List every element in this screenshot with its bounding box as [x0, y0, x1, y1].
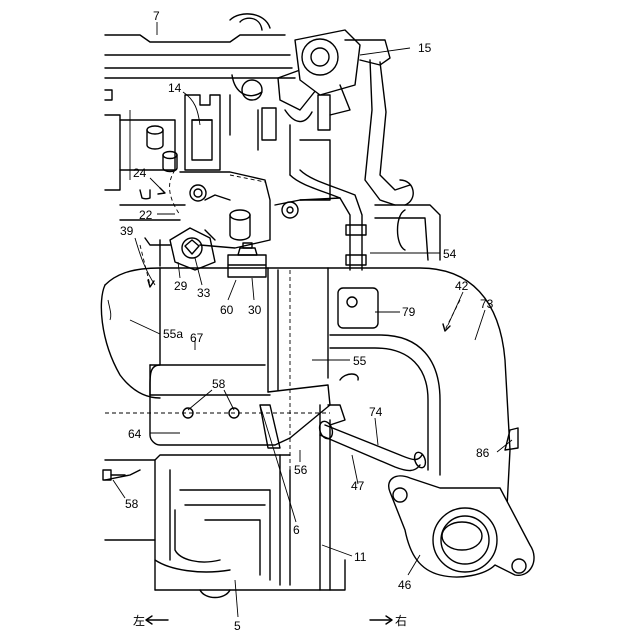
label-86: 86 [476, 446, 490, 460]
label-67: 67 [190, 331, 204, 345]
label-56: 56 [294, 463, 308, 477]
label-55a: 55a [163, 327, 183, 341]
label-60: 60 [220, 303, 234, 317]
direction-indicator [146, 616, 392, 624]
label-42: 42 [455, 279, 469, 293]
label-55: 55 [353, 354, 367, 368]
label-14: 14 [168, 81, 182, 95]
label-46: 46 [398, 578, 412, 592]
bypass-pipe [317, 419, 427, 470]
label-33: 33 [197, 286, 211, 300]
label-15: 15 [418, 41, 432, 55]
label-39: 39 [120, 224, 134, 238]
label-74: 74 [369, 405, 383, 419]
label-58-upper: 58 [212, 377, 226, 391]
label-47: 47 [351, 479, 365, 493]
direction-right-label: 右 [395, 613, 407, 628]
label-7: 7 [153, 9, 160, 23]
label-64: 64 [128, 427, 142, 441]
label-11: 11 [354, 550, 367, 564]
label-73: 73 [480, 297, 494, 311]
label-79: 79 [402, 305, 416, 319]
label-30: 30 [248, 303, 262, 317]
label-6: 6 [293, 523, 300, 537]
label-58-lower: 58 [125, 497, 139, 511]
label-22: 22 [139, 208, 153, 222]
label-54: 54 [443, 247, 457, 261]
outlet-flange [389, 428, 534, 577]
tensioner-bracket [145, 228, 215, 270]
label-24: 24 [133, 166, 147, 180]
label-29: 29 [174, 279, 188, 293]
label-5: 5 [234, 619, 241, 633]
direction-left-label: 左 [133, 613, 145, 628]
pipe [290, 170, 440, 270]
